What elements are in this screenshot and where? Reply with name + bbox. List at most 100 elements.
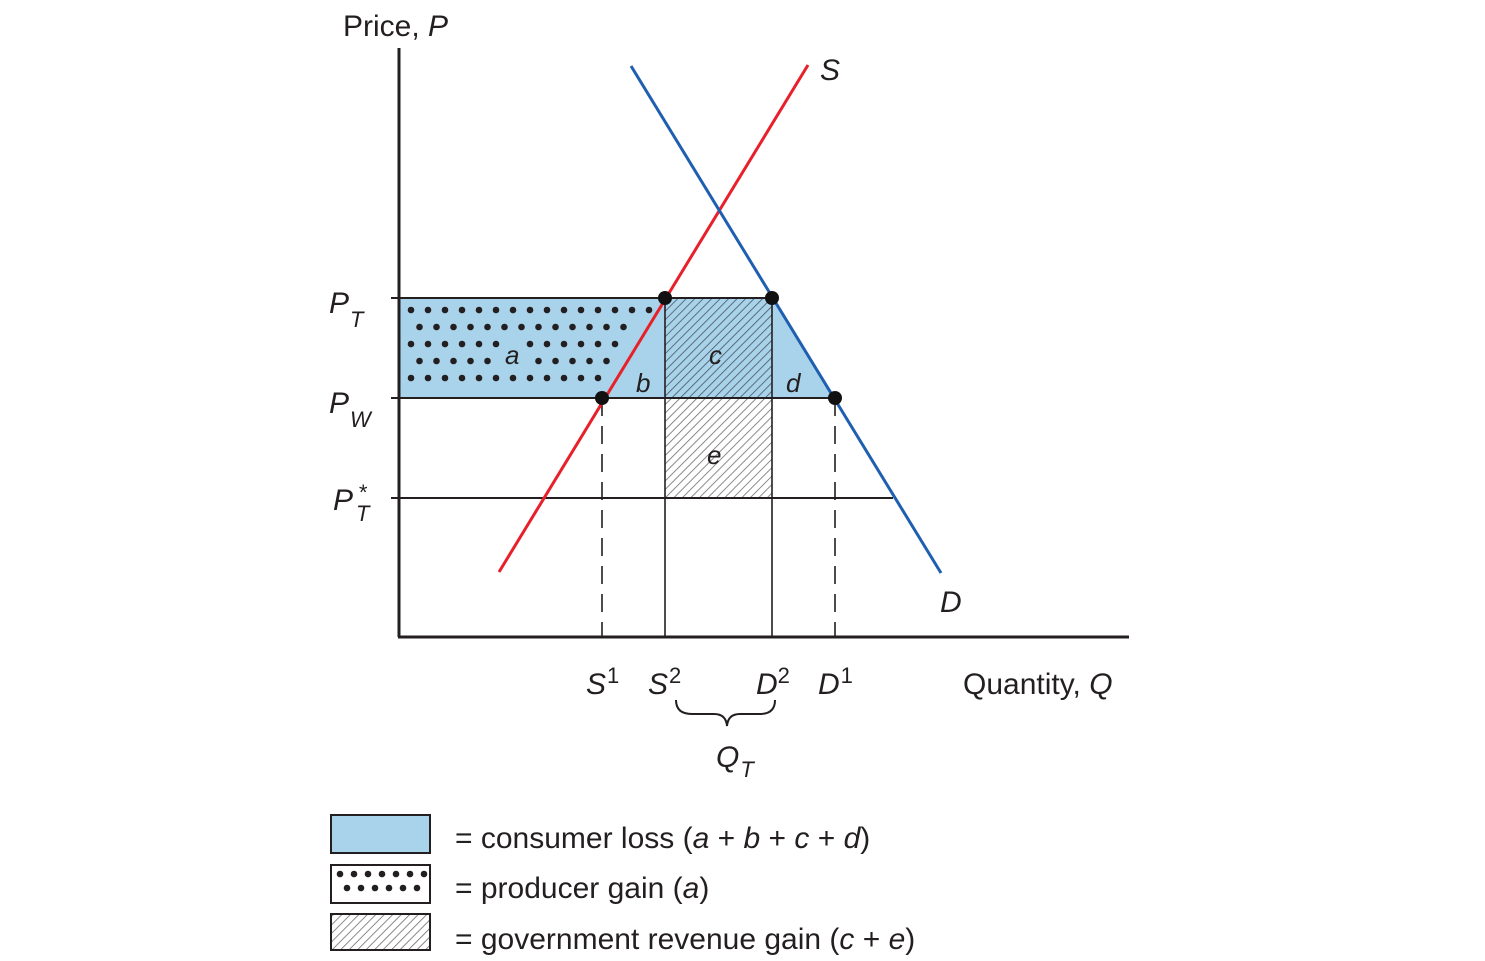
producer-gain-dot: [577, 340, 585, 348]
producer-gain-dot: [535, 323, 542, 331]
producer-gain-dot: [594, 306, 602, 314]
producer-gain-dot: [424, 374, 432, 382]
qty-label-d1: D1: [818, 663, 853, 701]
producer-gain-dot: [577, 306, 585, 314]
producer-gain-dot: [484, 323, 491, 331]
producer-gain-dot: [407, 374, 415, 382]
producer-gain-dot: [518, 323, 525, 331]
producer-gain-dot: [407, 306, 415, 314]
producer-gain-dot: [526, 340, 534, 348]
demand-curve: [629, 65, 943, 574]
qty-label-qt: QT: [716, 741, 755, 782]
producer-gain-dot: [492, 374, 500, 382]
producer-gain-dot: [441, 306, 449, 314]
legend-producer-dot: [392, 870, 400, 878]
producer-gain-dot: [450, 323, 457, 331]
area-label-a: a: [505, 340, 519, 370]
producer-gain-dot: [475, 306, 483, 314]
legend-government-revenue-text: = government revenue gain (c + e): [455, 923, 915, 956]
producer-gain-dot: [586, 323, 593, 331]
producer-gain-dot: [543, 340, 551, 348]
producer-gain-dot: [492, 306, 500, 314]
legend-swatch-producer-gain: [330, 864, 431, 904]
area-label-c: c: [709, 340, 722, 370]
price-label-pw: PW: [329, 387, 373, 432]
producer-gain-dot: [509, 306, 517, 314]
producer-gain-dot: [577, 374, 585, 382]
producer-gain-dot: [441, 374, 449, 382]
legend-producer-dot: [343, 884, 351, 892]
legend-producer-dot: [371, 884, 379, 892]
legend-swatch-government-revenue: [330, 913, 431, 951]
producer-gain-dot: [424, 340, 432, 348]
legend-producer-dot: [357, 884, 365, 892]
producer-gain-dot: [552, 323, 559, 331]
producer-gain-dot: [467, 323, 474, 331]
demand-label: D: [940, 586, 962, 619]
producer-gain-dot: [569, 323, 576, 331]
x-axis-title: Quantity, Q: [963, 668, 1113, 701]
legend-producer-dot: [350, 870, 358, 878]
producer-gain-dot: [552, 357, 559, 365]
supply-label: S: [820, 54, 840, 87]
producer-gain-dot: [458, 374, 466, 382]
producer-gain-dot: [492, 340, 500, 348]
area-label-e: e: [707, 440, 721, 470]
area-label-d: d: [786, 368, 802, 398]
producer-gain-dot: [560, 306, 568, 314]
producer-gain-dot: [594, 374, 602, 382]
qty-label-d2: D2: [756, 663, 790, 701]
producer-gain-dot: [526, 306, 534, 314]
producer-gain-dot: [535, 357, 542, 365]
point-s1-pw: [595, 391, 609, 405]
price-label-pt-star: P: [333, 484, 353, 517]
producer-gain-dot: [560, 374, 568, 382]
legend-consumer-loss-text: = consumer loss (a + b + c + d): [455, 822, 870, 855]
producer-gain-dot: [560, 340, 568, 348]
producer-gain-dot: [628, 306, 636, 314]
producer-gain-dot: [475, 374, 483, 382]
producer-gain-dot: [433, 323, 440, 331]
legend-producer-dot: [399, 884, 407, 892]
producer-gain-dot: [467, 357, 474, 365]
producer-gain-dot: [458, 306, 466, 314]
producer-gain-dot: [433, 357, 440, 365]
point-d2-pt: [765, 291, 779, 305]
producer-gain-dot: [450, 357, 457, 365]
producer-gain-dot: [441, 340, 449, 348]
legend-producer-dot: [420, 870, 428, 878]
producer-gain-dot: [458, 340, 466, 348]
producer-gain-dot: [475, 340, 483, 348]
area-e-hatch: [665, 398, 772, 498]
point-d1-pw: [828, 391, 842, 405]
legend-producer-dot: [413, 884, 421, 892]
producer-gain-dot: [509, 374, 517, 382]
legend-producer-dots: [336, 870, 428, 892]
price-label-pt: PT: [329, 287, 365, 332]
producer-gain-dot: [543, 374, 551, 382]
y-axis-title: Price, P: [343, 10, 448, 43]
producer-gain-dot: [424, 306, 432, 314]
legend-producer-dot: [378, 870, 386, 878]
producer-gain-dot: [484, 357, 491, 365]
producer-gain-dot: [501, 323, 508, 331]
producer-gain-dots: [407, 306, 653, 382]
producer-gain-dot: [611, 306, 619, 314]
producer-gain-dot: [569, 357, 576, 365]
producer-gain-dot: [611, 340, 619, 348]
producer-gain-dot: [620, 323, 627, 331]
legend-producer-dot: [406, 870, 414, 878]
qty-label-s2: S2: [648, 663, 681, 701]
producer-gain-dot: [586, 357, 593, 365]
producer-gain-dot: [645, 306, 653, 314]
producer-gain-dot: [594, 340, 602, 348]
area-label-b: b: [636, 368, 650, 398]
legend-producer-dot: [336, 870, 344, 878]
legend-producer-dot: [364, 870, 372, 878]
producer-gain-dot: [526, 374, 534, 382]
producer-gain-dot: [416, 323, 423, 331]
qty-label-s1: S1: [586, 663, 619, 701]
legend-swatch-consumer-loss: [330, 814, 431, 854]
producer-gain-dot: [543, 306, 551, 314]
